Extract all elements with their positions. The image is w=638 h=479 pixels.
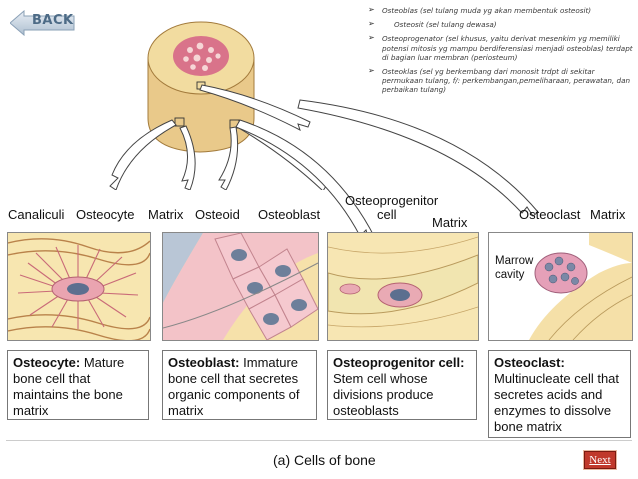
bullet-item: ➢ Osteoblas (sel tulang muda yg akan memb… — [368, 5, 636, 15]
label-osteoclast: Osteoclast — [519, 207, 581, 222]
desc-osteoclast: Osteoclast: Multinucleate cell that secr… — [488, 350, 631, 438]
figure-caption: (a) Cells of bone — [273, 452, 376, 468]
label-cell: cell — [377, 207, 397, 222]
panel-osteocyte — [7, 232, 151, 341]
next-button[interactable]: Next — [584, 451, 616, 469]
label-canaliculi: Canaliculi — [8, 207, 65, 222]
desc-osteoprogenitor: Osteoprogenitor cell: Stem cell whose di… — [327, 350, 477, 420]
desc-title: Osteoprogenitor cell: — [333, 355, 465, 370]
back-label: BACK — [32, 13, 74, 28]
desc-text: Multinucleate cell that secretes acids a… — [494, 371, 620, 434]
footer-divider — [6, 440, 632, 441]
bullet-arrow-icon: ➢ — [368, 5, 375, 14]
desc-title: Osteocyte: — [13, 355, 81, 370]
desc-title: Osteoclast: — [494, 355, 565, 370]
bullet-text: Osteoklas (sel yg berkembang dari monosi… — [382, 67, 631, 95]
bullet-item: ➢ Osteoklas (sel yg berkembang dari monos… — [368, 66, 636, 95]
bullet-text: Osteoblas (sel tulang muda yg akan membe… — [382, 6, 592, 15]
label-matrix-1: Matrix — [148, 207, 184, 222]
panel-osteoprogenitor — [327, 232, 479, 341]
next-label: Next — [589, 454, 611, 466]
label-matrix-3: Matrix — [590, 207, 626, 222]
osteoclast-illustration — [489, 233, 632, 340]
panel-osteoblast — [162, 232, 319, 341]
back-button[interactable]: BACK — [9, 9, 76, 37]
desc-osteoblast: Osteoblast: Immature bone cell that secr… — [162, 350, 317, 420]
bullet-item: ➢ Osteoprogenator (sel khusus, yaitu deri… — [368, 33, 636, 62]
bullet-item: ➢ Osteosit (sel tulang dewasa) — [368, 19, 636, 30]
desc-osteocyte: Osteocyte: Mature bone cell that maintai… — [7, 350, 149, 420]
bullet-text: Osteoprogenator (sel khusus, yaitu deriv… — [382, 34, 633, 62]
bullet-arrow-icon: ➢ — [368, 66, 375, 76]
osteoprogenitor-illustration — [328, 233, 478, 340]
label-cavity: cavity — [495, 269, 525, 281]
panel-osteoclast: Marrow cavity — [488, 232, 633, 341]
desc-title: Osteoblast: — [168, 355, 240, 370]
desc-text: Immature bone cell that secretes organic… — [168, 355, 300, 418]
bullet-arrow-icon: ➢ — [368, 33, 375, 43]
label-osteoblast: Osteoblast — [258, 207, 321, 222]
back-arrow-icon — [9, 9, 75, 37]
label-osteocyte: Osteocyte — [76, 207, 135, 222]
connector-arrows — [235, 99, 539, 241]
desc-text: Stem cell whose divisions produce osteob… — [333, 371, 434, 418]
label-osteoprogenitor: Osteoprogenitor — [345, 193, 439, 208]
label-marrow: Marrow — [495, 255, 534, 267]
label-osteoid: Osteoid — [195, 207, 240, 222]
osteocyte-illustration — [8, 233, 150, 340]
bullet-text: Osteosit (sel tulang dewasa) — [394, 20, 497, 30]
osteoblast-illustration — [163, 233, 318, 340]
bullet-list: ➢ Osteoblas (sel tulang muda yg akan memb… — [368, 5, 636, 100]
bullet-arrow-icon: ➢ — [368, 19, 375, 29]
desc-text: Mature bone cell that maintains the bone… — [13, 355, 125, 418]
label-matrix-2: Matrix — [432, 215, 468, 230]
